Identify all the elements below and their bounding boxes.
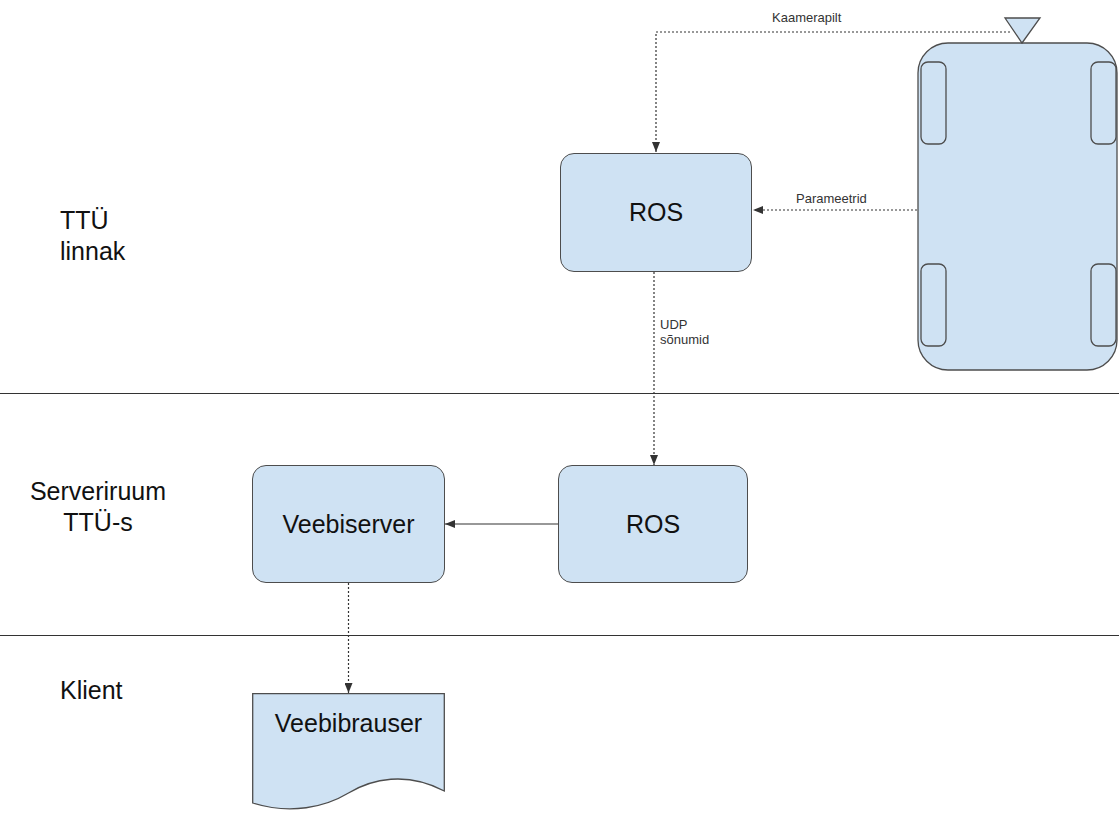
document-shape: Veebibrauser bbox=[252, 693, 445, 813]
edge-label: UDP sõnumid bbox=[660, 317, 722, 348]
signal-label: Kaamerapilt bbox=[772, 10, 841, 26]
node-label: ROS bbox=[629, 198, 683, 227]
camera-symbol bbox=[1005, 18, 1040, 43]
data-connector bbox=[445, 523, 558, 524]
zone-label: Serveriruum TTÜ-s bbox=[14, 476, 182, 539]
camera-feed-line bbox=[656, 32, 1010, 152]
udp-connector bbox=[653, 272, 654, 465]
zone-label: Klient bbox=[60, 675, 170, 706]
zone-label: TTÜ linnak bbox=[60, 205, 170, 268]
node-label: ROS bbox=[626, 510, 680, 539]
node-label: Veebibrauser bbox=[275, 709, 422, 738]
node-label: Veebiserver bbox=[282, 510, 414, 539]
band-divider bbox=[0, 393, 1119, 394]
process-box: ROS bbox=[560, 153, 752, 272]
parameter-line bbox=[753, 209, 917, 210]
process-box: Veebiserver bbox=[252, 465, 445, 583]
vehicle bbox=[918, 18, 1117, 370]
http-connector bbox=[348, 583, 349, 693]
signal-label: Parameetrid bbox=[796, 191, 867, 207]
process-box: ROS bbox=[558, 465, 748, 583]
band-divider bbox=[0, 635, 1119, 636]
